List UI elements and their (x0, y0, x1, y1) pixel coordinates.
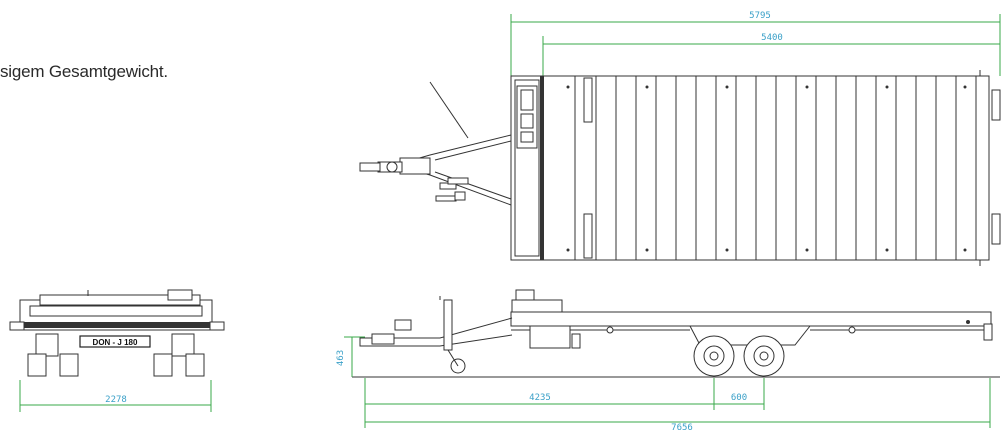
dim-drawbar-to-axle: 4235 (529, 393, 551, 403)
front-view: DON - J 180 2278 (9, 289, 225, 412)
dim-front-width: 2278 (105, 395, 127, 405)
top-view: 5795 5400 (359, 11, 1001, 266)
dim-axle-spacing: 600 (731, 393, 747, 403)
side-view: 463 4235 600 (336, 289, 1000, 432)
dim-height: 463 (336, 350, 346, 366)
dim-overall-length: 7656 (671, 423, 693, 432)
license-plate: DON - J 180 (93, 338, 138, 347)
dim-top-total: 5795 (749, 11, 771, 21)
dim-top-bed: 5400 (761, 33, 783, 43)
caption-text: sigem Gesamtgewicht. (0, 62, 168, 81)
